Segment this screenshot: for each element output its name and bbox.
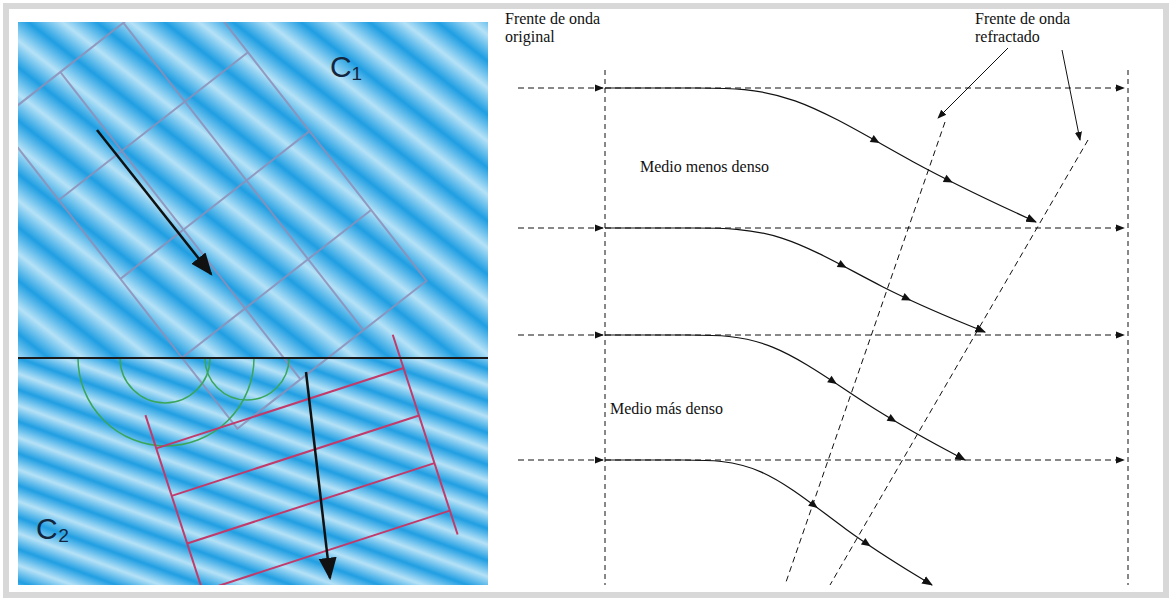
medium-label: Medio menos denso [640,158,769,176]
wave-panel [18,22,488,585]
wavefront-label: Frente de onda refractado [975,10,1125,47]
frame [6,6,1166,595]
refraction-rays [518,48,1128,585]
medium-label: C₁ [330,50,362,85]
medium-label: Medio más denso [610,400,723,418]
wavefront-label: Frente de onda original [505,10,635,47]
medium-label: C₂ [36,512,69,547]
